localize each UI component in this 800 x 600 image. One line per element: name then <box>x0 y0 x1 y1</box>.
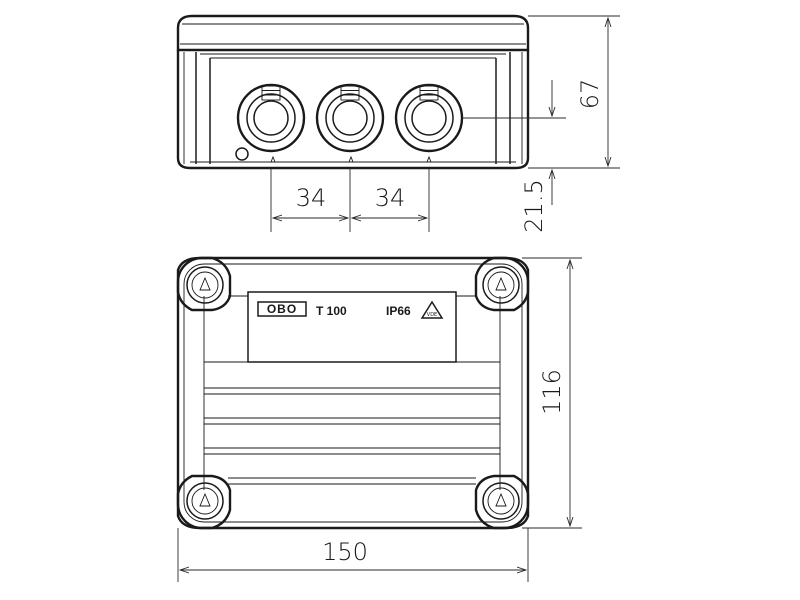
corner-screw-bottom-left <box>176 474 232 530</box>
rating-text: IP66 <box>386 304 411 318</box>
product-label: OBO T 100 IP66 VDE <box>257 300 444 319</box>
front-view <box>176 14 530 170</box>
vde-text: VDE <box>427 312 437 318</box>
dim-width-text: 150 <box>322 538 368 566</box>
cable-gland-left <box>236 83 306 153</box>
model-text: T 100 <box>316 304 347 318</box>
top-view <box>176 256 530 530</box>
brand-text: OBO <box>267 302 297 316</box>
dim-spacing-left-text: 34 <box>296 184 327 212</box>
corner-screw-top-right <box>474 256 530 312</box>
dimension-height: 67 <box>528 15 620 169</box>
dimension-depth: 116 <box>522 257 582 529</box>
vde-mark-icon: VDE <box>420 300 444 319</box>
cable-gland-right <box>394 83 464 153</box>
dimension-gland-height: 21.5 <box>462 80 566 233</box>
dim-height-text: 67 <box>576 79 604 110</box>
corner-screw-bottom-right <box>474 474 530 530</box>
dim-gland-height-text: 21.5 <box>520 179 548 232</box>
corner-screw-top-left <box>176 256 232 312</box>
dim-depth-text: 116 <box>538 369 566 415</box>
cable-gland-center <box>315 83 385 153</box>
dimension-spacing: 34 34 <box>270 168 430 232</box>
dim-spacing-right-text: 34 <box>375 184 406 212</box>
obo-logo <box>257 301 307 317</box>
dimension-width: 150 <box>177 528 529 582</box>
